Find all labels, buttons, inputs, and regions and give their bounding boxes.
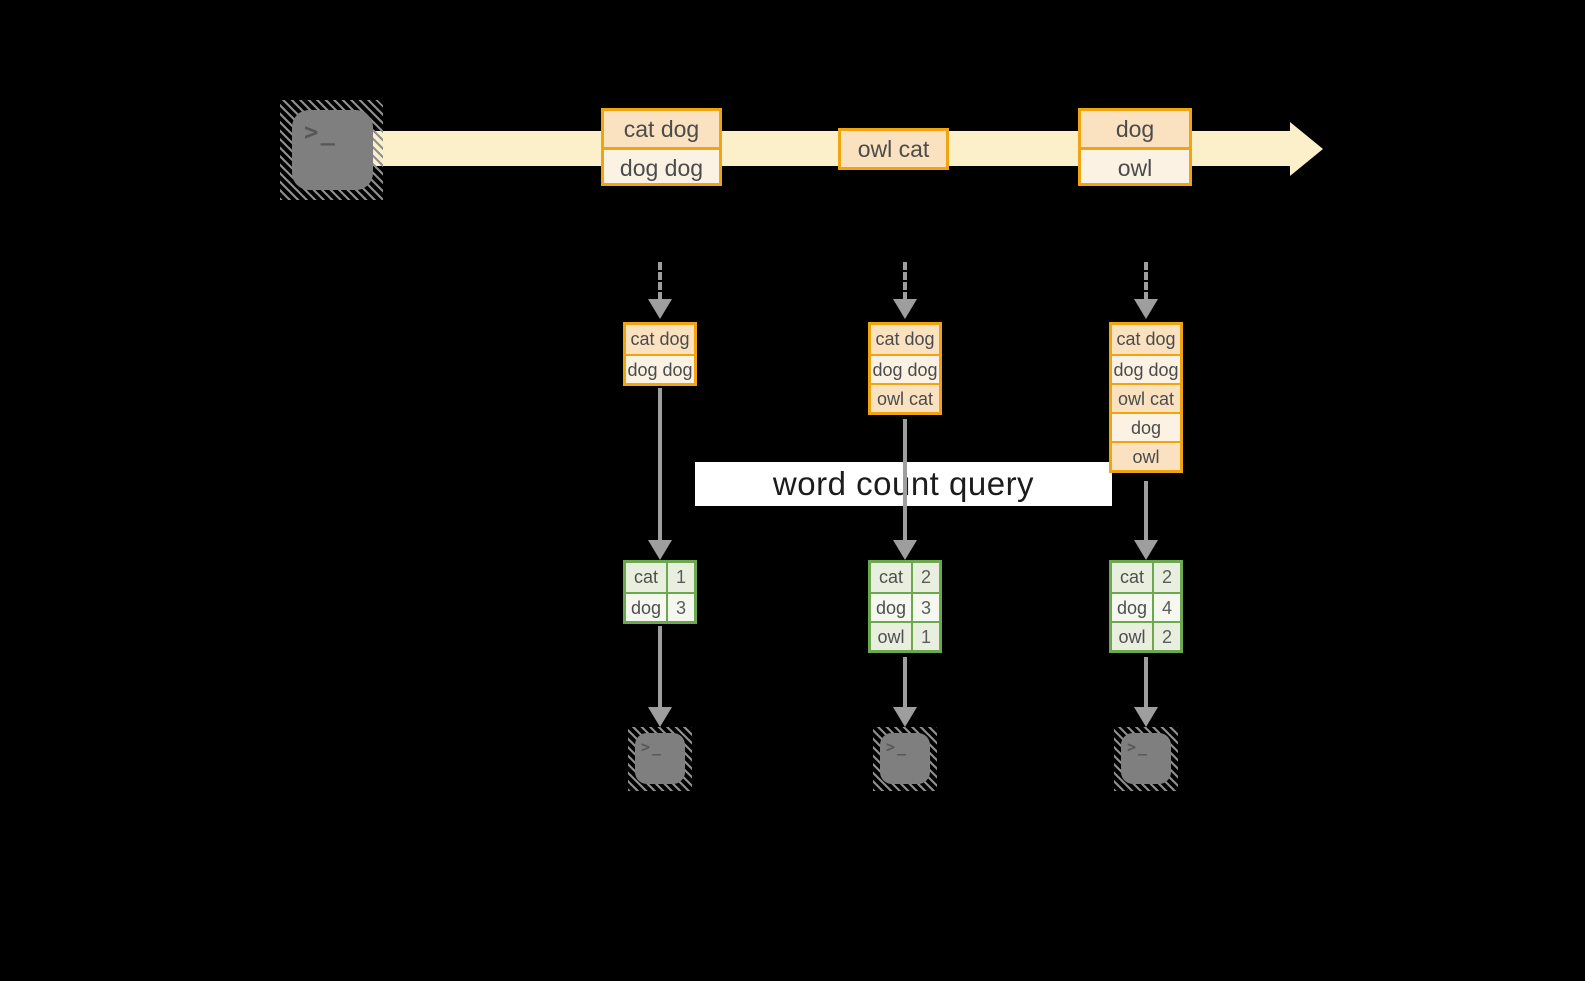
count-cell: 1 bbox=[920, 627, 931, 647]
terminal-body bbox=[292, 110, 373, 190]
count-row: dog 4 bbox=[1112, 592, 1180, 621]
word-cell: cat bbox=[1112, 563, 1154, 592]
query-arrow-line bbox=[1144, 481, 1148, 540]
stream-event-text: dog dog bbox=[604, 147, 719, 183]
stream-event-box: dog owl bbox=[1078, 108, 1192, 186]
count-row: owl 1 bbox=[871, 621, 939, 650]
word-cell: cat bbox=[626, 563, 668, 592]
count-row: owl 2 bbox=[1112, 621, 1180, 650]
dashed-arrow-line bbox=[1144, 262, 1148, 300]
output-terminal-icon: >_ bbox=[628, 727, 692, 791]
buffer-item: dog bbox=[1112, 412, 1180, 441]
word-cell: dog bbox=[1112, 594, 1154, 621]
buffer-box: cat dog dog dog owl cat bbox=[868, 322, 942, 415]
stream-event-text: dog bbox=[1081, 111, 1189, 147]
output-arrowhead-icon bbox=[893, 707, 917, 727]
word-cell: dog bbox=[871, 594, 913, 621]
dashed-arrowhead-icon bbox=[1134, 299, 1158, 319]
count-table: cat 2 dog 3 owl 1 bbox=[868, 560, 942, 653]
count-cell: 1 bbox=[675, 567, 686, 587]
stream-event-text: cat dog bbox=[604, 111, 719, 147]
buffer-item: owl bbox=[1112, 441, 1180, 470]
output-arrow-line bbox=[903, 657, 907, 707]
buffer-item: owl cat bbox=[1112, 383, 1180, 412]
count-cell: 2 bbox=[1161, 567, 1172, 587]
buffer-item: cat dog bbox=[626, 325, 694, 354]
buffer-item: dog dog bbox=[626, 354, 694, 383]
count-row: dog 3 bbox=[871, 592, 939, 621]
count-row: dog 3 bbox=[626, 592, 694, 621]
count-cell: 3 bbox=[920, 598, 931, 618]
output-arrowhead-icon bbox=[1134, 707, 1158, 727]
count-table: cat 1 dog 3 bbox=[623, 560, 697, 624]
terminal-prompt-glyph: >_ bbox=[304, 118, 337, 146]
terminal-prompt-glyph: >_ bbox=[641, 738, 664, 756]
buffer-box: cat dog dog dog owl cat dog owl bbox=[1109, 322, 1183, 473]
count-cell: 4 bbox=[1161, 598, 1172, 618]
word-cell: owl bbox=[1112, 623, 1154, 650]
query-arrowhead-icon bbox=[648, 540, 672, 560]
dashed-arrow-line bbox=[903, 262, 907, 300]
count-cell: 3 bbox=[675, 598, 686, 618]
output-arrowhead-icon bbox=[648, 707, 672, 727]
output-terminal-icon: >_ bbox=[1114, 727, 1178, 791]
count-row: cat 2 bbox=[1112, 563, 1180, 592]
output-terminal-icon: >_ bbox=[873, 727, 937, 791]
terminal-prompt-glyph: >_ bbox=[1127, 738, 1150, 756]
buffer-item: cat dog bbox=[871, 325, 939, 354]
count-row: cat 1 bbox=[626, 563, 694, 592]
terminal-prompt-glyph: >_ bbox=[886, 738, 909, 756]
buffer-box: cat dog dog dog bbox=[623, 322, 697, 386]
buffer-item: dog dog bbox=[871, 354, 939, 383]
query-arrow-line bbox=[903, 419, 907, 540]
stream-event-text: owl cat bbox=[841, 131, 946, 167]
count-table: cat 2 dog 4 owl 2 bbox=[1109, 560, 1183, 653]
count-row: cat 2 bbox=[871, 563, 939, 592]
buffer-item: dog dog bbox=[1112, 354, 1180, 383]
query-arrowhead-icon bbox=[1134, 540, 1158, 560]
word-cell: cat bbox=[871, 563, 913, 592]
output-arrow-line bbox=[658, 626, 662, 707]
dashed-arrowhead-icon bbox=[893, 299, 917, 319]
count-cell: 2 bbox=[920, 567, 931, 587]
word-cell: dog bbox=[626, 594, 668, 621]
query-arrow-line bbox=[658, 388, 662, 540]
terminal-body bbox=[1121, 733, 1171, 784]
buffer-item: owl cat bbox=[871, 383, 939, 412]
output-arrow-line bbox=[1144, 657, 1148, 707]
query-arrowhead-icon bbox=[893, 540, 917, 560]
count-cell: 2 bbox=[1161, 627, 1172, 647]
stream-event-box: owl cat bbox=[838, 128, 949, 170]
terminal-body bbox=[880, 733, 930, 784]
stream-arrowhead-icon bbox=[1290, 122, 1323, 176]
buffer-item: cat dog bbox=[1112, 325, 1180, 354]
word-cell: owl bbox=[871, 623, 913, 650]
source-terminal-icon: >_ bbox=[280, 100, 383, 200]
terminal-body bbox=[635, 733, 685, 784]
stream-event-box: cat dog dog dog bbox=[601, 108, 722, 186]
dashed-arrowhead-icon bbox=[648, 299, 672, 319]
stream-event-text: owl bbox=[1081, 147, 1189, 183]
dashed-arrow-line bbox=[658, 262, 662, 300]
